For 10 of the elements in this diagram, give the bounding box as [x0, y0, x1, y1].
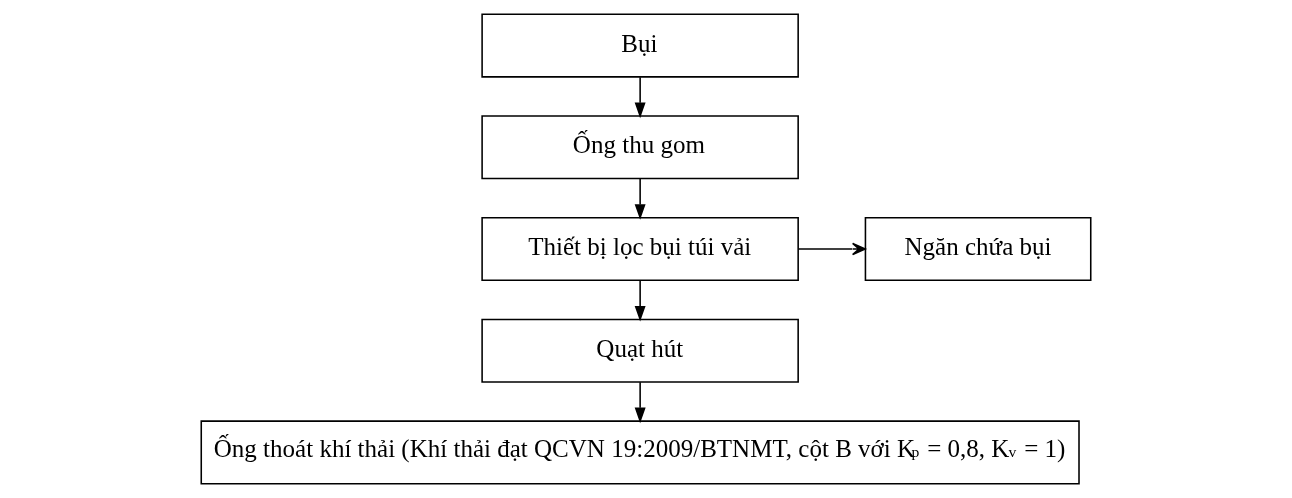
node-box: Ống thu gom [481, 115, 799, 180]
arrow [634, 76, 646, 119]
arrow [634, 279, 646, 322]
node-box: Thiết bị lọc bụi túi vải [481, 216, 799, 282]
node-box: Quạt hút [481, 318, 799, 383]
node-box: Ngăn chứa bụi [864, 216, 1092, 282]
arrow [634, 178, 646, 220]
arrow [634, 381, 646, 424]
node-box: Bụi [481, 13, 799, 78]
arrow [797, 242, 866, 256]
